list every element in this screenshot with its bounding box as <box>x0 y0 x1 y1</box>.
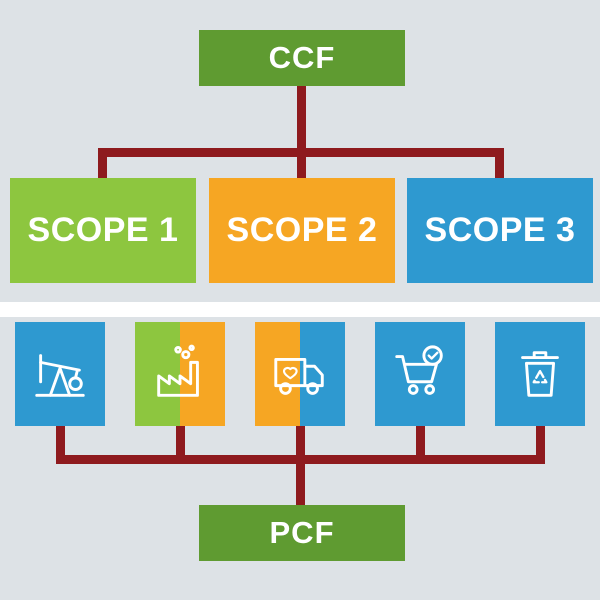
ccf-label: CCF <box>268 40 336 75</box>
factory-icon <box>157 344 199 397</box>
connector-stage2-drop <box>176 426 185 464</box>
connector-ccf-vertical <box>297 85 306 181</box>
connector-scope1-drop <box>98 148 107 183</box>
connector-stage4-drop <box>416 426 425 464</box>
shopping-cart-check-icon <box>395 345 443 395</box>
scope-1-box: SCOPE 1 <box>10 178 196 283</box>
section-divider <box>0 302 600 317</box>
scope-2-label: SCOPE 2 <box>226 211 378 249</box>
scope-1-label: SCOPE 1 <box>27 211 179 249</box>
tile-background <box>375 322 465 426</box>
tile-background <box>15 322 105 426</box>
stage-tile-disposal <box>495 322 585 426</box>
pcf-label: PCF <box>269 515 335 550</box>
connector-top-horizontal <box>98 148 504 157</box>
scope-3-box: SCOPE 3 <box>407 178 593 283</box>
scope-2-box: SCOPE 2 <box>209 178 395 283</box>
connector-scope3-drop <box>495 148 504 183</box>
connector-stage3-drop <box>296 426 305 510</box>
pcf-box: PCF <box>199 505 405 561</box>
tile-background <box>495 322 585 426</box>
oil-pumpjack-icon <box>35 354 85 397</box>
scope-3-label: SCOPE 3 <box>424 211 576 249</box>
connector-stage5-drop <box>536 426 545 464</box>
stage-tile-distribution <box>255 322 345 426</box>
connector-stage1-drop <box>56 426 65 464</box>
ccf-box: CCF <box>199 30 405 86</box>
stage-tile-use <box>375 322 465 426</box>
tile-background <box>255 322 345 426</box>
tile-background <box>135 322 225 426</box>
delivery-truck-heart-icon <box>274 358 324 395</box>
stage-tile-production <box>135 322 225 426</box>
recycling-bin-icon <box>521 351 559 397</box>
stage-tile-extraction <box>15 322 105 426</box>
